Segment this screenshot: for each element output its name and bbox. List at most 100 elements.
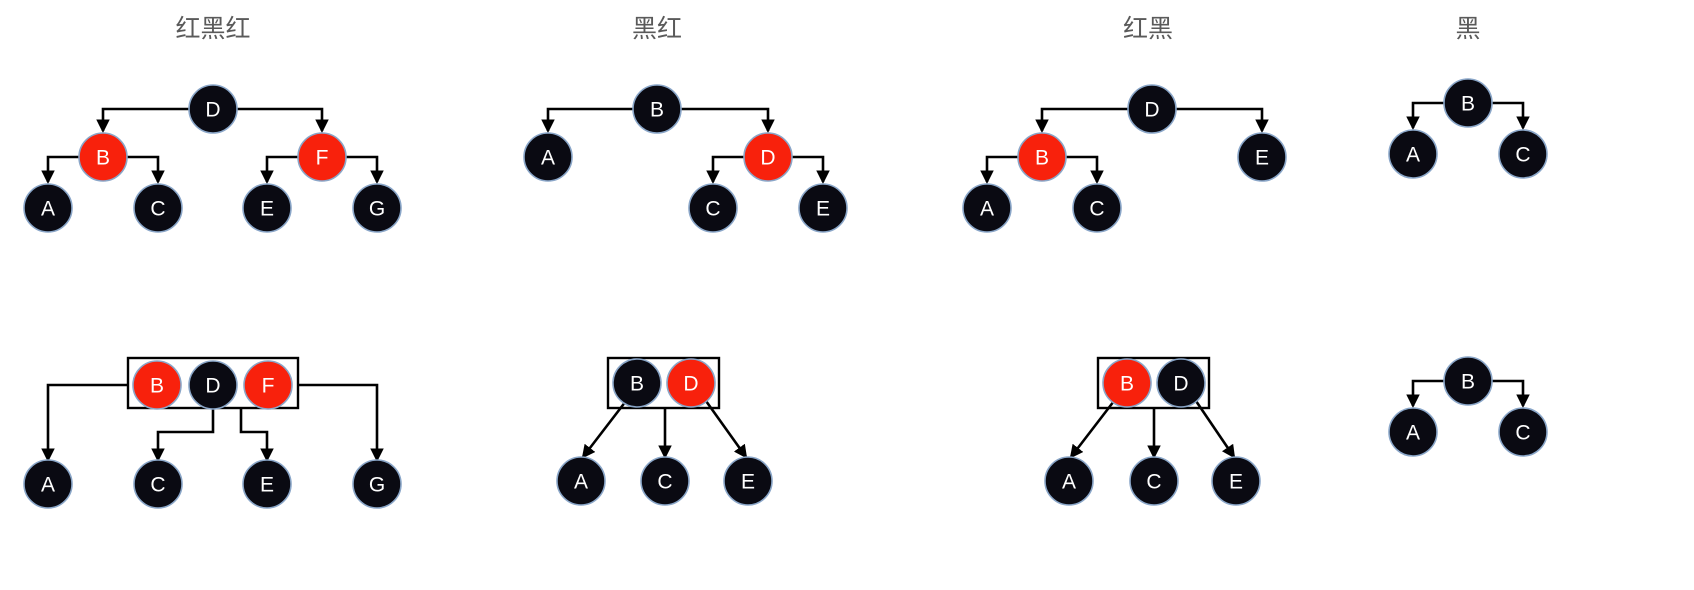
node-label: A — [980, 198, 994, 221]
group-box-panel-black-red — [606, 356, 721, 410]
tree-node-d-panel-red-black-red-bt[interactable]: D — [188, 360, 238, 410]
tree-node-b-panel-red-black-bt[interactable]: B — [1102, 358, 1152, 408]
node-circle-black — [612, 358, 662, 408]
node-circle-red — [297, 132, 347, 182]
tree-node-e-panel-black-red-bt[interactable]: E — [723, 456, 773, 506]
panel-title-panel-black: 黑 — [1455, 14, 1480, 43]
node-label: B — [1035, 147, 1049, 170]
node-label: C — [1089, 198, 1104, 221]
node-label: A — [1062, 471, 1076, 494]
edge-b-to-a-panel-red-black — [980, 155, 1018, 185]
node-label: A — [1406, 144, 1420, 167]
tree-node-a-panel-black-bt[interactable]: A — [1388, 407, 1438, 457]
node-label: E — [1255, 147, 1269, 170]
edge-b-to-a-panel-red-black-red — [41, 155, 79, 185]
node-circle-red — [243, 360, 293, 410]
tree-node-c-panel-black-rb[interactable]: C — [1498, 129, 1548, 179]
node-circle-black — [1498, 407, 1548, 457]
tree-node-b-panel-red-black-red-rb[interactable]: B — [78, 132, 128, 182]
node-circle-black — [632, 84, 682, 134]
node-label: D — [1144, 99, 1159, 122]
node-label: A — [1406, 422, 1420, 445]
tree-node-a-panel-black-red-rb[interactable]: A — [523, 132, 573, 182]
tree-node-f-panel-red-black-red-rb[interactable]: F — [297, 132, 347, 182]
group-box-panel-red-black — [1096, 356, 1211, 410]
edge-d-to-b-panel-red-black — [1035, 107, 1128, 134]
node-circle-black — [798, 183, 848, 233]
node-circle-black — [1072, 183, 1122, 233]
panel-title-panel-red-black: 红黑 — [1123, 14, 1173, 43]
node-circle-black — [352, 459, 402, 509]
btree-edge-0-panel-black — [1406, 379, 1444, 409]
tree-node-e-panel-red-black-red-bt[interactable]: E — [242, 459, 292, 509]
tree-node-d-panel-red-black-bt[interactable]: D — [1156, 358, 1206, 408]
node-label: E — [1229, 471, 1243, 494]
node-circle-black — [133, 459, 183, 509]
btree-edge-2-panel-black-red — [704, 400, 748, 459]
btree-edge-1-panel-black — [1492, 379, 1530, 409]
tree-node-f-panel-red-black-red-bt[interactable]: F — [243, 360, 293, 410]
edge-b-to-c-panel-black — [1492, 101, 1530, 131]
tree-node-c-panel-red-black-rb[interactable]: C — [1072, 183, 1122, 233]
tree-node-c-panel-black-bt[interactable]: C — [1498, 407, 1548, 457]
tree-node-e-panel-red-black-rb[interactable]: E — [1237, 132, 1287, 182]
node-label: E — [260, 474, 274, 497]
node-label: B — [96, 147, 110, 170]
tree-node-e-panel-red-black-bt[interactable]: E — [1211, 456, 1261, 506]
tree-node-b-panel-black-rb[interactable]: B — [1443, 78, 1493, 128]
node-label: C — [1515, 422, 1530, 445]
node-circle-red — [1017, 132, 1067, 182]
tree-node-a-panel-black-rb[interactable]: A — [1388, 129, 1438, 179]
node-circle-red — [1102, 358, 1152, 408]
node-label: E — [816, 198, 830, 221]
node-circle-black — [640, 456, 690, 506]
tree-node-g-panel-red-black-red-bt[interactable]: G — [352, 459, 402, 509]
node-label: G — [369, 474, 385, 497]
panel-title-panel-red-black-red: 红黑红 — [175, 14, 250, 43]
btree-edge-0-panel-red-black — [1069, 400, 1116, 459]
node-label: C — [1146, 471, 1161, 494]
tree-node-d-panel-red-black-red-rb[interactable]: D — [188, 84, 238, 134]
tree-node-c-panel-red-black-bt[interactable]: C — [1129, 456, 1179, 506]
tree-node-a-panel-red-black-red-bt[interactable]: A — [23, 459, 73, 509]
node-circle-black — [1211, 456, 1261, 506]
node-label: D — [760, 147, 775, 170]
tree-node-d-panel-black-red-bt[interactable]: D — [666, 358, 716, 408]
tree-node-b-panel-black-red-rb[interactable]: B — [632, 84, 682, 134]
tree-node-b-panel-red-black-rb[interactable]: B — [1017, 132, 1067, 182]
edge-f-to-g-panel-red-black-red — [346, 155, 384, 185]
node-label: C — [1515, 144, 1530, 167]
edge-d-to-e-panel-black-red — [792, 155, 830, 185]
tree-node-a-panel-red-black-red-rb[interactable]: A — [23, 183, 73, 233]
tree-node-c-panel-black-red-rb[interactable]: C — [688, 183, 738, 233]
tree-node-g-panel-red-black-red-rb[interactable]: G — [352, 183, 402, 233]
node-label: C — [657, 471, 672, 494]
node-label: B — [650, 99, 664, 122]
node-label: B — [1120, 373, 1134, 396]
tree-node-d-panel-black-red-rb[interactable]: D — [743, 132, 793, 182]
node-label: G — [369, 198, 385, 221]
tree-node-b-panel-red-black-red-bt[interactable]: B — [132, 360, 182, 410]
node-circle-black — [1498, 129, 1548, 179]
node-label: B — [1461, 371, 1475, 394]
tree-node-c-panel-red-black-red-bt[interactable]: C — [133, 459, 183, 509]
node-label: B — [150, 375, 164, 398]
tree-node-a-panel-red-black-bt[interactable]: A — [1044, 456, 1094, 506]
tree-node-e-panel-black-red-rb[interactable]: E — [798, 183, 848, 233]
node-circle-black — [1443, 356, 1493, 406]
tree-node-d-panel-red-black-rb[interactable]: D — [1127, 84, 1177, 134]
tree-node-b-panel-black-bt[interactable]: B — [1443, 356, 1493, 406]
tree-node-a-panel-red-black-rb[interactable]: A — [962, 183, 1012, 233]
tree-node-a-panel-black-red-bt[interactable]: A — [556, 456, 606, 506]
node-label: E — [741, 471, 755, 494]
tree-node-c-panel-red-black-red-rb[interactable]: C — [133, 183, 183, 233]
tree-node-c-panel-black-red-bt[interactable]: C — [640, 456, 690, 506]
node-circle-black — [1443, 78, 1493, 128]
edge-b-to-a-panel-black-red — [541, 107, 633, 134]
node-circle-black — [723, 456, 773, 506]
tree-node-b-panel-black-red-bt[interactable]: B — [612, 358, 662, 408]
node-circle-black — [242, 459, 292, 509]
tree-node-e-panel-red-black-red-rb[interactable]: E — [242, 183, 292, 233]
